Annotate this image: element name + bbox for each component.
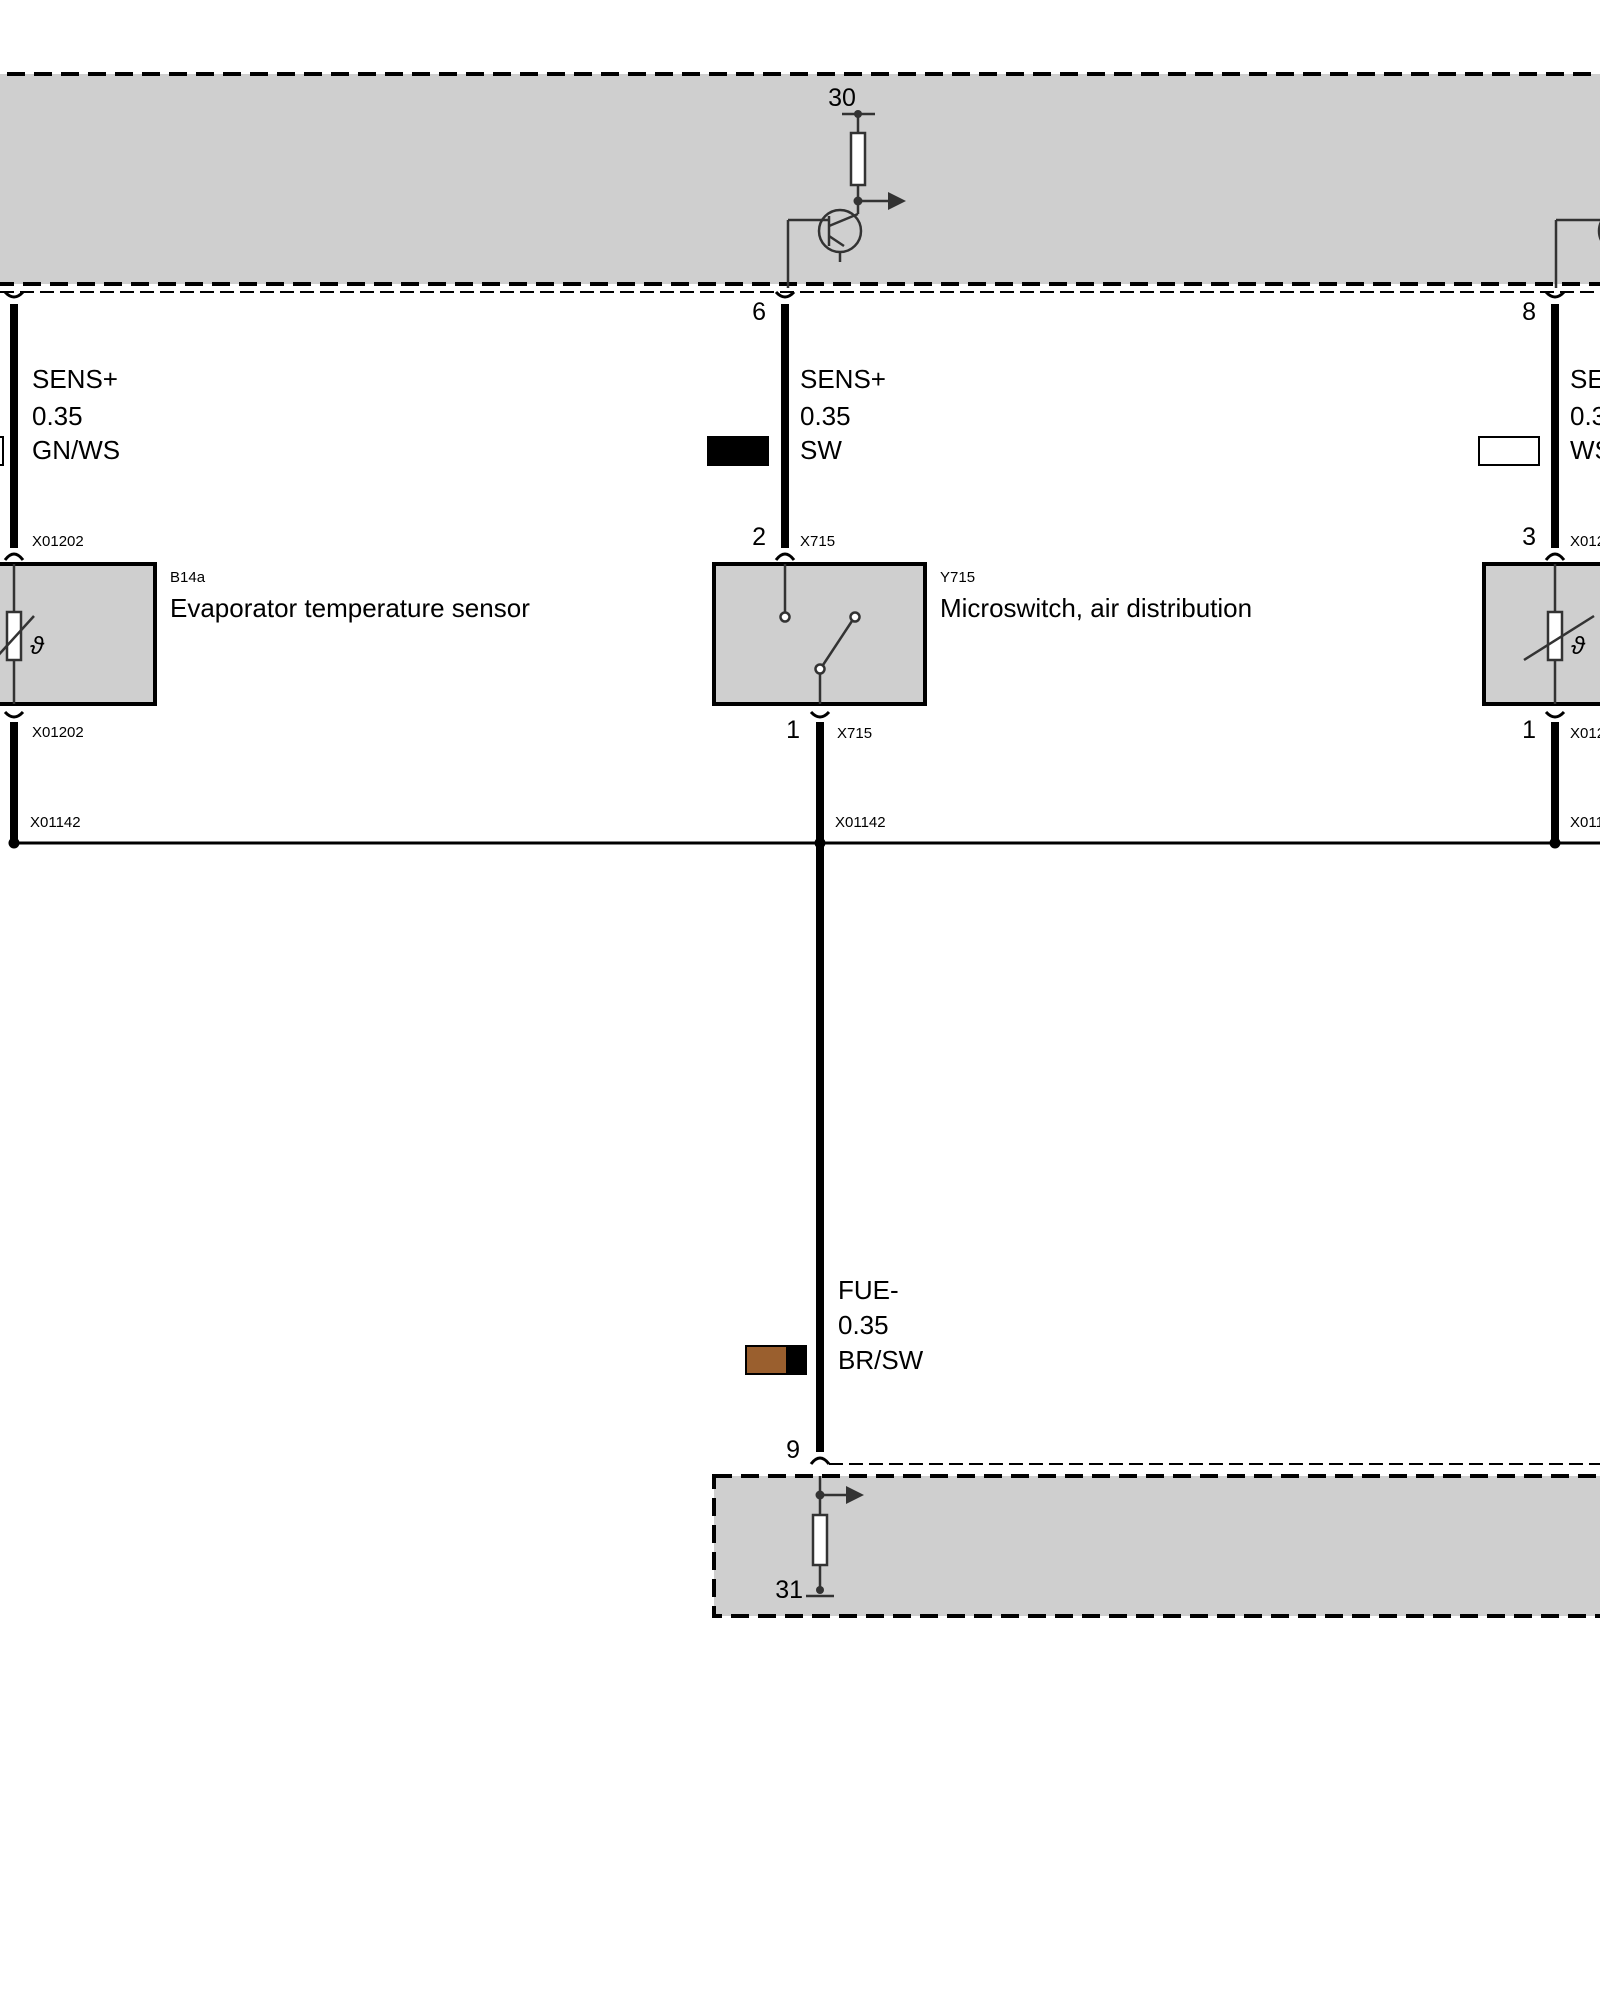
wire-color-code: SW <box>800 435 842 465</box>
connector-label: X01142 <box>30 814 81 831</box>
connector-label: X715 <box>837 725 872 742</box>
connector-label: X012 <box>1570 533 1600 550</box>
pin-number: 3 <box>1522 523 1536 551</box>
wire-color-swatch <box>1478 436 1540 466</box>
connector-label: X012 <box>1570 725 1600 742</box>
thermistor-icon <box>5 610 23 662</box>
connector-label: X01202 <box>32 533 84 550</box>
microswitch-air-distribution: Y715 Microswitch, air distribution <box>712 562 1252 706</box>
component-code: B14a <box>170 569 206 586</box>
pin-number: 2 <box>752 523 766 551</box>
wire-gauge: 0.35 <box>838 1310 889 1340</box>
thermistor-theta: ϑ <box>1571 632 1586 660</box>
terminal-30-label: 30 <box>828 84 856 112</box>
pin-number: 1 <box>1522 716 1536 744</box>
wire-gauge: 0.35 <box>800 401 851 431</box>
pin-number: 9 <box>786 1436 800 1464</box>
wire-br-sw: FUE- 0.35 BR/SW 9 <box>745 843 924 1465</box>
pin-number: 1 <box>786 716 800 744</box>
wire-signal: SE <box>1570 364 1600 394</box>
wire-gauge: 0.35 <box>32 401 83 431</box>
wire-1-ground-segment: X01202 X01142 <box>3 710 84 843</box>
wire-gn-ws: SENS+ 0.35 GN/WS X01202 <box>0 290 120 561</box>
input-arrow-icon <box>846 1486 864 1504</box>
pulldown-resistor <box>811 1513 829 1567</box>
wire-signal: SENS+ <box>32 364 118 394</box>
lower-wire-segments: 1 X715 X01142 1 X012 X011 <box>786 710 1600 843</box>
wire-color-code: GN/WS <box>32 435 120 465</box>
component-code: Y715 <box>940 569 975 586</box>
supply-pullup-circuit: 30 <box>786 84 906 288</box>
temperature-sensor-right: ϑ <box>1482 562 1600 706</box>
wire-color-swatch <box>707 436 769 466</box>
pin-number: 6 <box>752 298 766 326</box>
wire-gauge: 0.3 <box>1570 401 1600 431</box>
component-name: Evaporator temperature sensor <box>170 593 530 623</box>
component-name: Microswitch, air distribution <box>940 593 1252 623</box>
control-unit-bottom: 31 <box>712 1463 1600 1618</box>
pullup-resistor <box>849 131 867 187</box>
connector-label: X011 <box>1570 814 1600 831</box>
wire-signal: SENS+ <box>800 364 886 394</box>
control-unit-top <box>0 72 1600 293</box>
thermistor-theta: ϑ <box>30 632 45 660</box>
wire-sw: 6 SENS+ 0.35 SW 2 X715 <box>707 290 886 561</box>
wire-ws: 8 SE 0.3 WS 3 X012 <box>1478 290 1600 561</box>
wire-color-swatch <box>0 436 4 466</box>
transistor-icon <box>1597 221 1600 241</box>
switch-contact-icon <box>821 620 854 666</box>
evaporator-temperature-sensor: ϑ B14a Evaporator temperature sensor <box>0 562 530 706</box>
terminal-31-label: 31 <box>775 1576 803 1604</box>
wire-signal: FUE- <box>838 1275 899 1305</box>
connector-label: X01142 <box>835 814 886 831</box>
transistor-2 <box>1554 218 1600 288</box>
pin-number: 8 <box>1522 298 1536 326</box>
wire-color-code: BR/SW <box>838 1345 924 1375</box>
connector-label: X715 <box>800 533 835 550</box>
ground-bus <box>8 837 1600 849</box>
output-arrow-icon <box>888 192 906 210</box>
connector-label: X01202 <box>32 724 84 741</box>
wire-color-code: WS <box>1570 435 1600 465</box>
